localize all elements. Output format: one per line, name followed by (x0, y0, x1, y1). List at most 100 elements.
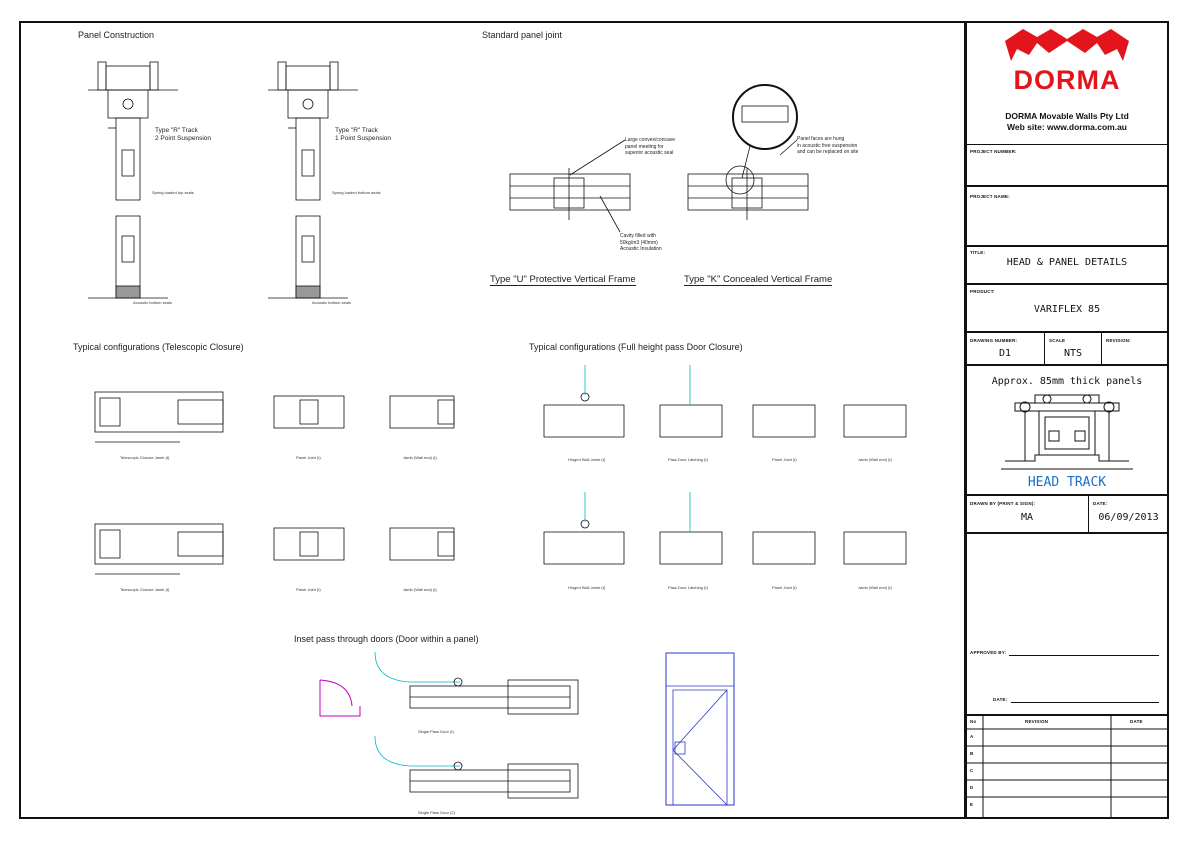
drawing-number-label: DRAWING NUMBER: (970, 338, 1018, 343)
frame-type-k-title: Type "K" Concealed Vertical Frame (684, 274, 833, 286)
telescopic-wall-jamb-2 (389, 527, 455, 561)
panel-construction-1pt-top-bracket (285, 65, 331, 91)
panel-construction-1pt-panel-core (301, 149, 315, 177)
leader-convex-concave (569, 139, 626, 176)
title-label: TITLE: (970, 250, 986, 255)
date-value: 06/09/2013 (1098, 512, 1159, 523)
passdoor-panel-joint-2 (752, 531, 816, 565)
panel-construction-1pt-panel-upper (295, 117, 321, 201)
telescopic-joint-frame-2 (299, 531, 319, 557)
approved-date-label: DATE: (993, 697, 1008, 702)
panel-construction-2pt-bolt-r (149, 61, 159, 91)
rev-row-a: A (970, 734, 974, 739)
product-label: PRODUCT: (970, 289, 995, 294)
telescopic-jamb-frame-2 (99, 529, 121, 559)
door-elevation-handle (674, 741, 686, 755)
caption-pass-door-latching-1: Pass Door Latching (t) (668, 457, 708, 462)
drawn-by-label: DRAWN BY (PRINT & SIGN): (970, 501, 1036, 506)
telescopic-panel-joint-1 (273, 395, 345, 429)
rev-header-no: No (970, 719, 977, 724)
scale-value: NTS (1063, 348, 1083, 359)
telescopic-jamb-frame-1 (99, 397, 121, 427)
scale-label: SCALE (1049, 338, 1066, 343)
panel-joint-type-k-detail-marker (725, 165, 755, 195)
panel-joint-detail-content (741, 105, 789, 123)
inset-door-swing-2 (374, 735, 460, 767)
panel-construction-1pt-bottom-seal (295, 285, 321, 299)
door-elevation-panel (665, 652, 735, 806)
rev-row-e: E (970, 802, 974, 807)
date-label: DATE: (1093, 501, 1108, 506)
project-name-label: PROJECT NAME: (970, 194, 1010, 199)
caption-hinged-jamb-2: Hinged Wall Jamb (t) (568, 585, 606, 590)
callout-acoustic-bottom-seals-1: Acoustic bottom seals (133, 300, 172, 305)
inset-door-plan-magenta (319, 679, 361, 717)
section-title-typical-pass-door: Typical configurations (Full height pass… (529, 342, 743, 352)
title-block: DORMA DORMA Movable Walls Pty Ltd Web si… (965, 21, 1169, 819)
caption-wall-jamb-2: Jamb (Wall end) (t) (403, 587, 437, 592)
telescopic-wall-frame-2 (437, 531, 455, 557)
head-track-label: HEAD TRACK (1027, 475, 1107, 490)
inset-panel-end-1 (507, 679, 579, 715)
dorma-logo (1005, 29, 1129, 61)
panel-construction-1pt-bolt-l (277, 61, 287, 91)
caption-single-pass-door-1: Single Pass Door (t) (418, 729, 454, 734)
section-title-panel-construction: Panel Construction (78, 30, 155, 40)
project-number-label: PROJECT NUMBER: (970, 149, 1017, 154)
rev-row-c: C (970, 768, 974, 773)
section-title-typical-telescopic: Typical configurations (Telescopic Closu… (73, 342, 244, 352)
drawing-title: HEAD & PANEL DETAILS (1006, 257, 1128, 268)
panel-construction-2pt-head-track (107, 89, 149, 119)
caption-wall-jamb-pd-1: Jamb (Wall end) (t) (858, 457, 892, 462)
panel-construction-2pt-bottom-seal (115, 285, 141, 299)
drawn-by-value: MA (1020, 512, 1034, 523)
rev-row-b: B (970, 751, 974, 756)
door-elevation-leaf (672, 689, 728, 806)
caption-wall-jamb-pd-2: Jamb (Wall end) (t) (858, 585, 892, 590)
caption-single-pass-door-2: Single Pass Door (2) (418, 810, 455, 815)
rev-header-date: DATE (1130, 719, 1143, 724)
telescopic-panel-1 (177, 399, 224, 425)
dorma-logo-text: DORMA (1013, 65, 1121, 95)
leader-cavity (599, 195, 621, 233)
panel-construction-1pt-head-track (287, 89, 329, 119)
callout-top-seals: Spring loaded top seals (152, 190, 194, 195)
approved-by-label: APPROVED BY: (970, 650, 1007, 655)
inset-panel-end-2 (507, 763, 579, 799)
revision-label: REVISION: (1106, 338, 1131, 343)
rev-row-d: D (970, 785, 974, 790)
revision-table-grid (965, 715, 1169, 819)
panel-joint-type-k-panels (687, 173, 809, 211)
inset-door-swing-1 (374, 651, 460, 683)
caption-hinged-jamb-1: Hinged Wall Jamb (t) (568, 457, 606, 462)
caption-panel-joint-pd-2: Panel Joint (t) (772, 585, 797, 590)
passdoor-latching-1 (659, 404, 723, 438)
caption-panel-joint-pd-1: Panel Joint (t) (772, 457, 797, 462)
panel-construction-2pt-roller (122, 98, 134, 110)
callout-acoustic-bottom-seals-2: Acoustic bottom seals (312, 300, 351, 305)
passdoor-hinged-jamb-2 (543, 531, 625, 565)
passdoor-hinged-jamb-1 (543, 404, 625, 438)
company-website: Web site: www.dorma.com.au (1007, 122, 1127, 132)
panel-construction-1pt-roller (302, 98, 314, 110)
leader-panel-faces (779, 139, 798, 156)
company-name: DORMA Movable Walls Pty Ltd (1005, 111, 1129, 121)
section-title-standard-panel-joint: Standard panel joint (482, 30, 563, 40)
telescopic-joint-frame-1 (299, 399, 319, 425)
frame-type-u-title: Type "U" Protective Vertical Frame (490, 274, 636, 286)
section-title-inset-pass-doors: Inset pass through doors (Door within a … (294, 634, 479, 644)
callout-bottom-seals: Spring loaded bottom seals (332, 190, 381, 195)
telescopic-panel-2 (177, 531, 224, 557)
caption-telescopic-jamb-1: Telescopic Closure Jamb (t) (120, 455, 170, 460)
panel-joint-type-u-panels (509, 173, 631, 211)
product-value: VARIFLEX 85 (1033, 304, 1101, 315)
passdoor-panel-joint-1 (752, 404, 816, 438)
rev-header-revision: REVISION (1025, 719, 1049, 724)
caption-wall-jamb-1: Jamb (Wall end) (t) (403, 455, 437, 460)
revision-table (965, 715, 1169, 819)
caption-panel-joint-2: Panel Joint (t) (296, 587, 321, 592)
